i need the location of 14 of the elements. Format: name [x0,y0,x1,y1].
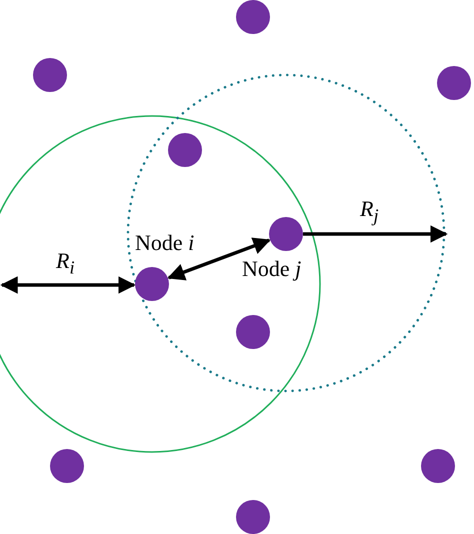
node-dot [236,500,270,534]
node-dot [236,0,270,34]
node-dot [269,217,303,251]
node-dot [33,58,67,92]
node-dot [50,449,84,483]
node-label: Node i [135,232,194,254]
node-dot [421,449,455,483]
node-dot [437,66,471,100]
node-dot [135,267,169,301]
radius-label: R$_{i}$ [56,250,75,277]
radius-label: R$_{j}$ [360,198,379,225]
node-dot [168,133,202,167]
node-label: Node j [242,258,302,280]
node-dot [236,315,270,349]
